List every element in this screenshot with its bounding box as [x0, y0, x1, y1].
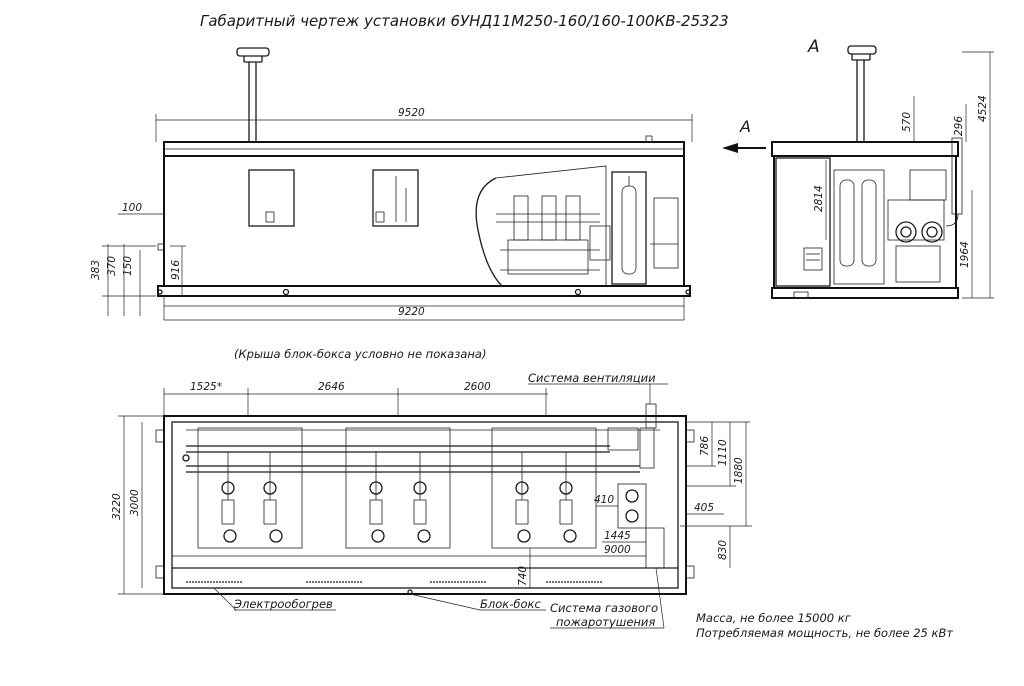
arrow-label-a: А [739, 117, 751, 136]
dim-570: 570 [901, 112, 913, 132]
plan-view [155, 403, 695, 595]
drawing-title: Габаритный чертеж установки 6УНД11М250-1… [200, 12, 729, 30]
front-view [157, 47, 691, 297]
dim-9000: 9000 [604, 544, 631, 556]
dim-100: 100 [122, 202, 142, 214]
label-heating: Электрообогрев [233, 597, 333, 611]
dim-916: 916 [170, 260, 182, 280]
dim-2646: 2646 [318, 381, 345, 393]
label-block-box: Блок-бокс [480, 597, 541, 611]
pump-module-3 [491, 427, 597, 549]
dim-405: 405 [694, 502, 714, 514]
label-fire-system-line2: пожаротушения [556, 615, 655, 629]
dim-1445: 1445 [604, 530, 631, 542]
plan-view-callouts: Система вентиляции Электрообогрев Блок-б… [213, 371, 668, 629]
label-ventilation: Система вентиляции [528, 371, 656, 385]
pump-module-1 [197, 427, 303, 549]
roof-note: (Крыша блок-бокса условно не показана) [234, 347, 486, 361]
dim-4524: 4524 [977, 95, 989, 122]
specs-block: Масса, не более 15000 кг Потребляемая мо… [696, 611, 953, 640]
dim-296: 296 [953, 116, 965, 136]
view-label-a: А [807, 37, 820, 57]
dim-3220: 3220 [111, 493, 123, 520]
side-view: А [771, 37, 963, 299]
dim-2814: 2814 [813, 185, 825, 212]
dim-150: 150 [122, 256, 134, 276]
plan-view-dimensions: 1525* 2646 2600 3220 3000 786 1110 1880 … [111, 381, 752, 595]
side-view-dimensions: 4524 1964 296 570 2814 [813, 51, 994, 299]
dim-830: 830 [717, 540, 729, 560]
dim-1964: 1964 [959, 241, 971, 268]
label-fire-system-line1: Система газового [550, 601, 658, 615]
pump-module-2 [345, 427, 451, 549]
front-view-dimensions: 9520 9220 100 383 370 150 916 [90, 107, 693, 321]
dim-3000: 3000 [129, 489, 141, 516]
view-arrow: А [722, 117, 766, 153]
dim-9520: 9520 [398, 107, 425, 119]
dim-383: 383 [90, 260, 102, 280]
dim-1525: 1525* [190, 381, 222, 393]
dim-1110: 1110 [717, 439, 729, 466]
spec-mass: Масса, не более 15000 кг [696, 611, 852, 625]
dim-410: 410 [594, 494, 614, 506]
dim-2600: 2600 [464, 381, 491, 393]
spec-power: Потребляемая мощность, не более 25 кВт [696, 626, 953, 640]
dim-786: 786 [699, 436, 711, 456]
cutaway-equipment [496, 171, 679, 285]
dim-1880: 1880 [733, 457, 745, 484]
dim-740: 740 [517, 566, 529, 586]
dim-370: 370 [106, 256, 118, 276]
dim-9220: 9220 [398, 306, 425, 318]
